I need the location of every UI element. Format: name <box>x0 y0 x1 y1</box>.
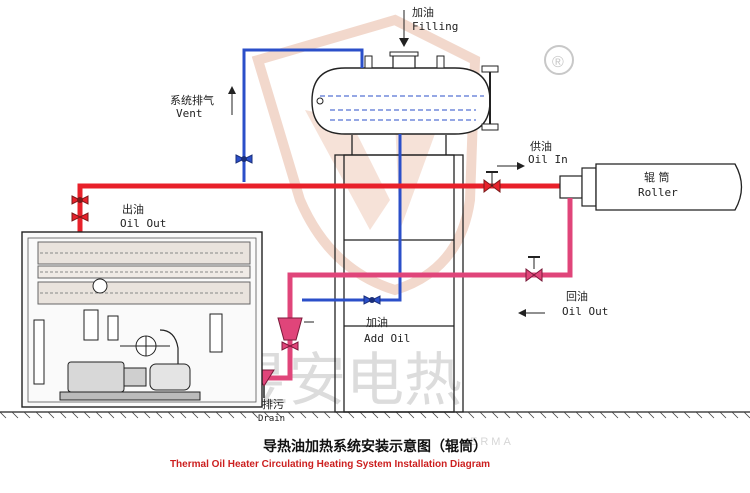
oil-return-pipe <box>250 198 573 381</box>
add-oil-label-cn: 加油 <box>366 315 388 329</box>
add-oil-pipe <box>302 134 402 302</box>
oil-out-label-cn: 出油 <box>122 202 144 216</box>
roller-label-cn: 辊 筒 <box>644 170 670 184</box>
add-oil-valve <box>363 295 381 305</box>
oil-in-arrow <box>497 162 525 170</box>
vent-pipe <box>242 48 364 182</box>
oil-in-label-en: Oil In <box>528 153 568 166</box>
diagram-title-cn: 导热油加热系统安装示意图（辊筒） <box>263 438 487 455</box>
return-label-en: Oil Out <box>562 305 608 318</box>
heater-unit <box>21 231 263 408</box>
add-oil-label-en: Add Oil <box>364 332 410 345</box>
drain-label-en: Drain <box>258 414 285 424</box>
return-strainer <box>277 317 314 351</box>
return-arrow <box>518 309 545 317</box>
return-valve-roller <box>525 256 543 282</box>
expansion-tank <box>311 51 499 135</box>
supply-valve-boiler <box>71 195 89 222</box>
vent-label-cn: 系统排气 <box>170 93 214 107</box>
oil-in-label-cn: 供油 <box>530 139 552 153</box>
vent-valve <box>235 154 253 164</box>
registered-mark: ® <box>552 54 564 71</box>
supply-valve-roller <box>483 171 501 193</box>
oil-out-label-en: Oil Out <box>120 217 166 230</box>
watermark-sub: ERMA <box>470 436 514 448</box>
filling-label-cn: 加油 <box>412 5 434 19</box>
roller <box>559 163 743 211</box>
return-label-cn: 回油 <box>566 289 588 303</box>
drain-label-cn: 排污 <box>262 397 284 411</box>
roller-label-en: Roller <box>638 186 678 199</box>
vent-arrow <box>228 86 236 115</box>
diagram-title-en: Thermal Oil Heater Circulating Heating S… <box>170 459 490 470</box>
filling-label-en: Filling <box>412 20 458 33</box>
watermark: 昱安电热 ERMA ® <box>230 14 574 448</box>
vent-label-en: Vent <box>176 107 203 120</box>
filling-arrow <box>399 10 409 47</box>
